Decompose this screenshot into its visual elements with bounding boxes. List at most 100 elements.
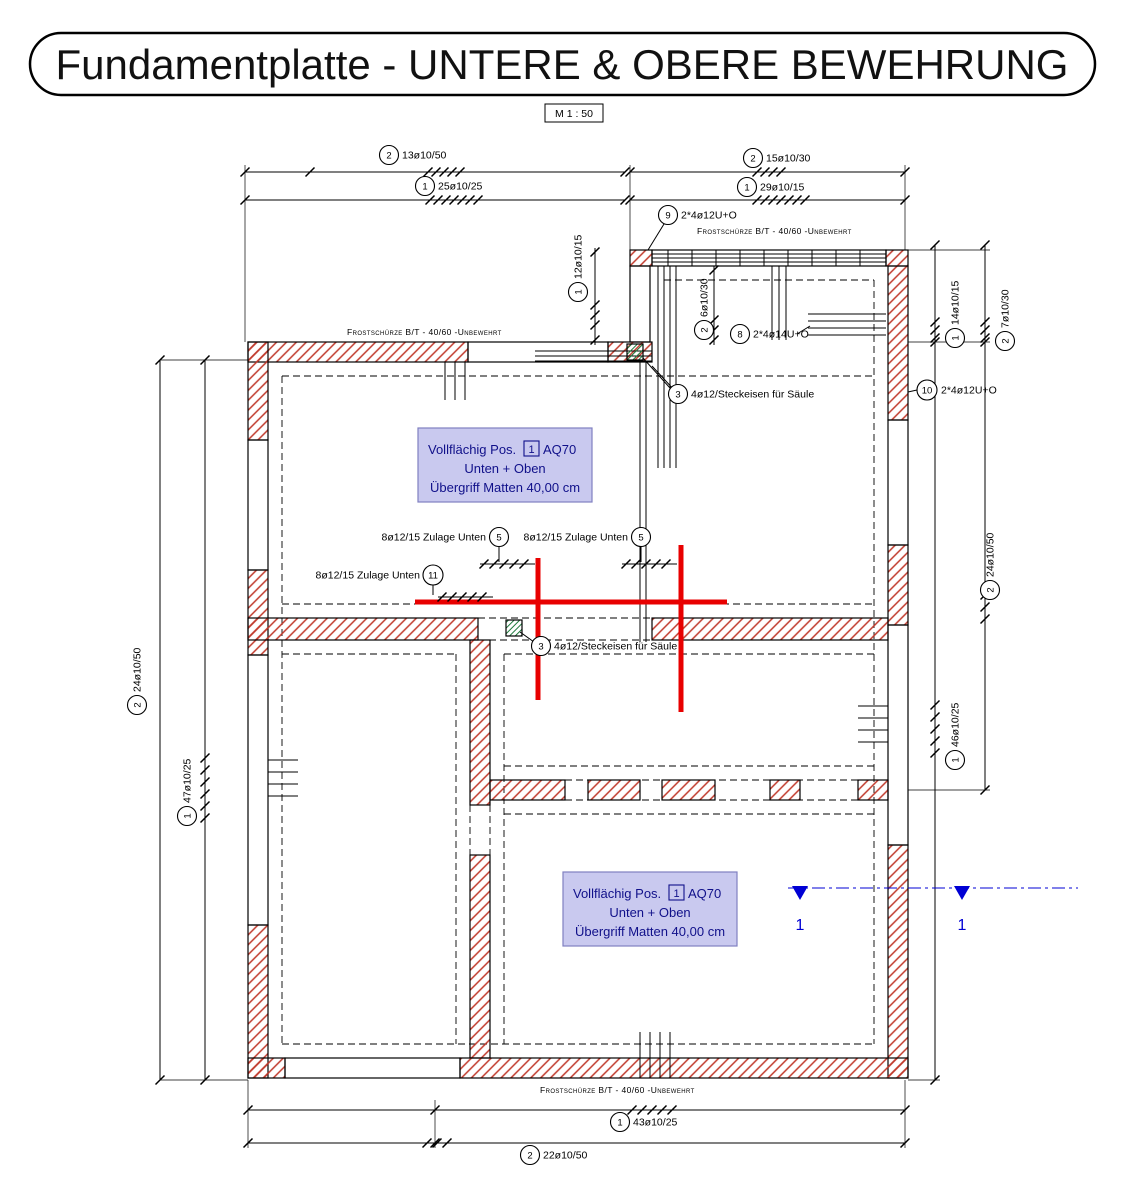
title-border xyxy=(28,31,1097,97)
position-circle xyxy=(736,176,758,198)
position-circle xyxy=(944,749,966,771)
projection-lines xyxy=(160,165,990,1148)
note-pos-number: 1 xyxy=(528,444,534,456)
position-number: 8 xyxy=(737,330,742,341)
mat-edge-dashed-lines xyxy=(281,279,888,1045)
position-number: 1 xyxy=(951,757,962,762)
callout-zulage-left: 8ø12/15 Zulage Unten 5 xyxy=(382,526,510,548)
position-number: 2 xyxy=(986,587,997,592)
wall-left-hatched-mid xyxy=(247,569,269,656)
position-circle xyxy=(488,526,510,548)
callout-text: 2*4ø12U+O xyxy=(681,210,737,222)
section-number-right: 1 xyxy=(958,917,967,934)
frost-label-top-right: Frostschürze B/T - 40/60 -Unbewehrt xyxy=(697,226,852,236)
dim-text: 13ø10/50 xyxy=(402,150,447,162)
position-circle xyxy=(567,281,589,303)
position-number: 11 xyxy=(428,571,438,582)
section-number-left: 1 xyxy=(796,917,805,934)
dim-text: 7ø10/30 xyxy=(1000,289,1012,328)
dimension-lines xyxy=(159,171,986,1144)
dim-ext-left-outer: 2 6ø10/30 xyxy=(693,278,715,341)
position-circle xyxy=(519,1144,541,1166)
position-circle xyxy=(657,204,679,226)
dim-top-right-row1: 2 15ø10/30 xyxy=(742,147,811,169)
position-circle xyxy=(742,147,764,169)
note-line1-prefix: Vollflächig Pos. xyxy=(573,886,661,901)
dim-text: 47ø10/25 xyxy=(182,758,194,803)
frost-label-bottom: Frostschürze B/T - 40/60 -Unbewehrt xyxy=(540,1085,695,1095)
note-box-background xyxy=(562,871,738,947)
callout-u-bars-mid: 8 2*4ø14U+O xyxy=(729,323,809,345)
callout-zulage-right: 8ø12/15 Zulage Unten 5 xyxy=(524,526,652,548)
wall-mid-left-hatched xyxy=(247,617,479,641)
callout-text: 4ø12/Steckeisen für Säule xyxy=(554,641,677,653)
position-circle xyxy=(979,579,1001,601)
dim-text: 22ø10/50 xyxy=(543,1150,588,1162)
dim-ext-right-inner: 1 14ø10/15 xyxy=(944,280,966,349)
dim-text: 24ø10/50 xyxy=(985,532,997,577)
wall-lower-segment-5 xyxy=(857,779,889,801)
wall-left-plain-lower xyxy=(247,654,269,926)
wall-lower-segment-3 xyxy=(661,779,716,801)
dim-right-upper: 2 24ø10/50 xyxy=(979,532,1001,601)
page-title: Fundamentplatte - UNTERE & OBERE BEWEHRU… xyxy=(56,41,1069,88)
position-number: 1 xyxy=(744,183,749,194)
position-circle xyxy=(414,175,436,197)
position-number: 2 xyxy=(1001,338,1012,343)
leader-line xyxy=(907,389,918,393)
position-number: 5 xyxy=(638,533,643,544)
position-number: 10 xyxy=(922,386,933,397)
wall-left-hatched-top xyxy=(247,341,269,441)
position-circle xyxy=(944,327,966,349)
title-block: Fundamentplatte - UNTERE & OBERE BEWEHRU… xyxy=(28,31,1097,97)
position-number: 1 xyxy=(617,1118,622,1129)
position-circle xyxy=(994,330,1016,352)
note-line1-prefix: Vollflächig Pos. xyxy=(428,442,516,457)
wall-top-plain xyxy=(467,341,609,363)
position-number: 3 xyxy=(675,390,680,401)
wall-extension-left xyxy=(629,265,651,343)
callout-text: 8ø12/15 Zulage Unten xyxy=(382,532,487,544)
position-circle xyxy=(530,635,552,657)
steckeisen-square-lower xyxy=(505,619,523,637)
zulage-spacing-ticks xyxy=(432,546,677,603)
dim-top-left-row1: 2 13ø10/50 xyxy=(378,144,447,166)
position-number: 1 xyxy=(574,289,585,294)
position-circle xyxy=(667,383,689,405)
wall-bottom-plain xyxy=(284,1057,461,1079)
position-number: 1 xyxy=(951,335,962,340)
callout-text: 2*4ø12U+O xyxy=(941,385,997,397)
note-box-upper: Vollflächig Pos. 1 AQ70 Unten + Oben Übe… xyxy=(417,427,593,503)
wall-right-hatched-bottom xyxy=(887,844,909,1079)
position-number: 2 xyxy=(527,1151,532,1162)
frost-label-left: Frostschürze B/T - 40/60 -Unbewehrt xyxy=(347,327,502,337)
position-number: 9 xyxy=(665,211,670,222)
position-circle xyxy=(916,379,938,401)
dim-text: 43ø10/25 xyxy=(633,1117,678,1129)
section-markers: 1 1 xyxy=(788,886,1078,934)
wall-lower-segment-2 xyxy=(587,779,641,801)
position-circle xyxy=(630,526,652,548)
wall-bottom-hatched-right xyxy=(459,1057,909,1079)
note-pos-number: 1 xyxy=(673,888,679,900)
rebar-lines xyxy=(268,250,888,1078)
note-line2: Unten + Oben xyxy=(609,905,690,920)
dim-bottom-row1: 1 43ø10/25 xyxy=(609,1111,678,1133)
leader-lines xyxy=(519,223,918,643)
position-number: 1 xyxy=(422,182,427,193)
wall-bottom-hatched-left xyxy=(247,1057,286,1079)
wall-right-hatched-top xyxy=(887,265,909,421)
dim-top-right-row2: 1 29ø10/15 xyxy=(736,176,805,198)
dim-left-inner: 1 47ø10/25 xyxy=(176,758,198,827)
leader-line xyxy=(647,223,665,251)
leader-line xyxy=(519,631,535,643)
wall-left-hatched-bottom xyxy=(247,924,269,1079)
position-circle xyxy=(126,694,148,716)
walls xyxy=(247,249,909,1079)
wall-interior-vertical-lower xyxy=(469,854,491,1059)
position-circle xyxy=(729,323,751,345)
dim-left-outer: 2 24ø10/50 xyxy=(126,647,148,716)
callout-u-bars-right: 10 2*4ø12U+O xyxy=(916,379,997,401)
